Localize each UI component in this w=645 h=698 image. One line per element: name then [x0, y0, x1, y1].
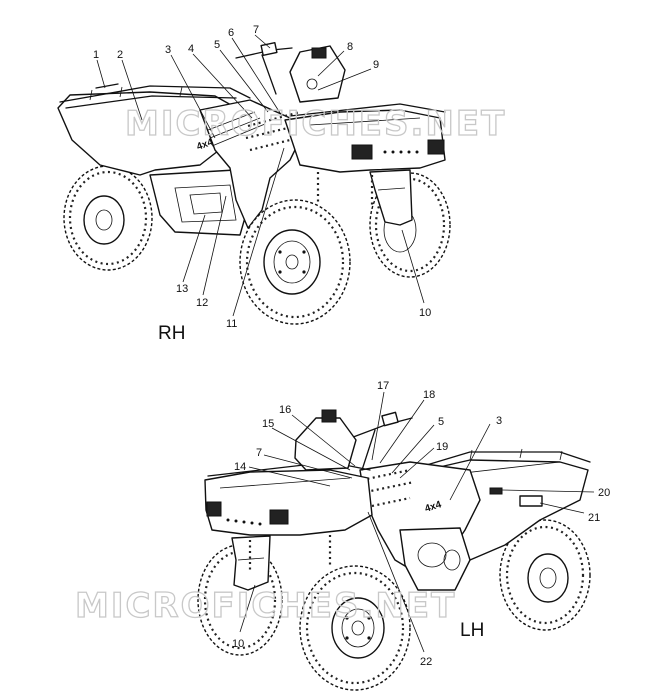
lh-front-fender	[204, 469, 373, 536]
rh-headlight-left	[351, 144, 373, 160]
rh-callout-1: 1	[93, 49, 99, 61]
lh-callout-15: 15	[262, 418, 274, 430]
lh-atv-illustration: 4x4	[197, 380, 610, 691]
rh-leader-lines	[96, 34, 425, 317]
lh-headlight-left	[206, 501, 222, 517]
lh-callout-19: 19	[436, 441, 448, 453]
rh-callout-5: 5	[214, 39, 220, 51]
lh-callout-16: 16	[279, 404, 291, 416]
lh-headlight-right	[269, 509, 289, 525]
rh-callout-11: 11	[226, 318, 237, 330]
watermark-top: MICROFICHES.NET	[125, 104, 506, 144]
rh-atv-illustration: 4x4	[57, 24, 451, 344]
lh-callout-21: 21	[588, 512, 600, 524]
lh-callout-18: 18	[423, 389, 435, 401]
lh-callout-17: 17	[377, 380, 389, 392]
lh-callout-22: 22	[420, 656, 432, 668]
rh-callout-8: 8	[347, 41, 353, 53]
rh-near-front-wheel	[239, 199, 351, 325]
lh-callout-5: 5	[438, 416, 444, 428]
lh-far-rear-wheel	[499, 519, 591, 631]
lh-front-grille-dots	[226, 518, 262, 526]
rh-callout-9: 9	[373, 59, 379, 71]
rh-front-bumper	[369, 169, 413, 226]
lh-near-rear-wheel	[299, 565, 411, 691]
rh-view-label: RH	[158, 323, 185, 344]
lh-view-label: LH	[460, 620, 484, 641]
lh-callout-3: 3	[496, 415, 502, 427]
lh-engine	[399, 527, 471, 591]
rh-callout-2: 2	[117, 49, 123, 61]
lh-rear-plate	[519, 495, 543, 507]
lh-headlight-pod	[294, 417, 357, 471]
lh-callout-10: 10	[232, 638, 244, 650]
rh-callout-3: 3	[165, 44, 171, 56]
lh-callout-14: 14	[234, 461, 246, 473]
watermark-bottom: MICROFICHES.NET	[75, 586, 456, 626]
rh-callout-6: 6	[228, 27, 234, 39]
rh-callout-12: 12	[196, 297, 208, 309]
lh-rear-reflector	[489, 487, 503, 495]
rh-rear-fender	[57, 91, 241, 176]
rh-front-grille-dots	[383, 150, 419, 154]
rh-front-fender	[284, 109, 446, 173]
rh-callout-7: 7	[253, 24, 259, 36]
rh-callout-10: 10	[419, 307, 431, 319]
lh-callout-7: 7	[256, 447, 262, 459]
rh-headlight-right	[427, 139, 445, 155]
lh-leader-lines	[239, 391, 595, 653]
rh-callout-13: 13	[176, 283, 188, 295]
rh-callout-4: 4	[188, 43, 194, 55]
lh-4x4-decal: 4x4	[424, 499, 444, 515]
rh-headlight-pod	[289, 45, 346, 103]
lh-callout-20: 20	[598, 487, 610, 499]
rh-rear-wheel	[63, 165, 153, 271]
